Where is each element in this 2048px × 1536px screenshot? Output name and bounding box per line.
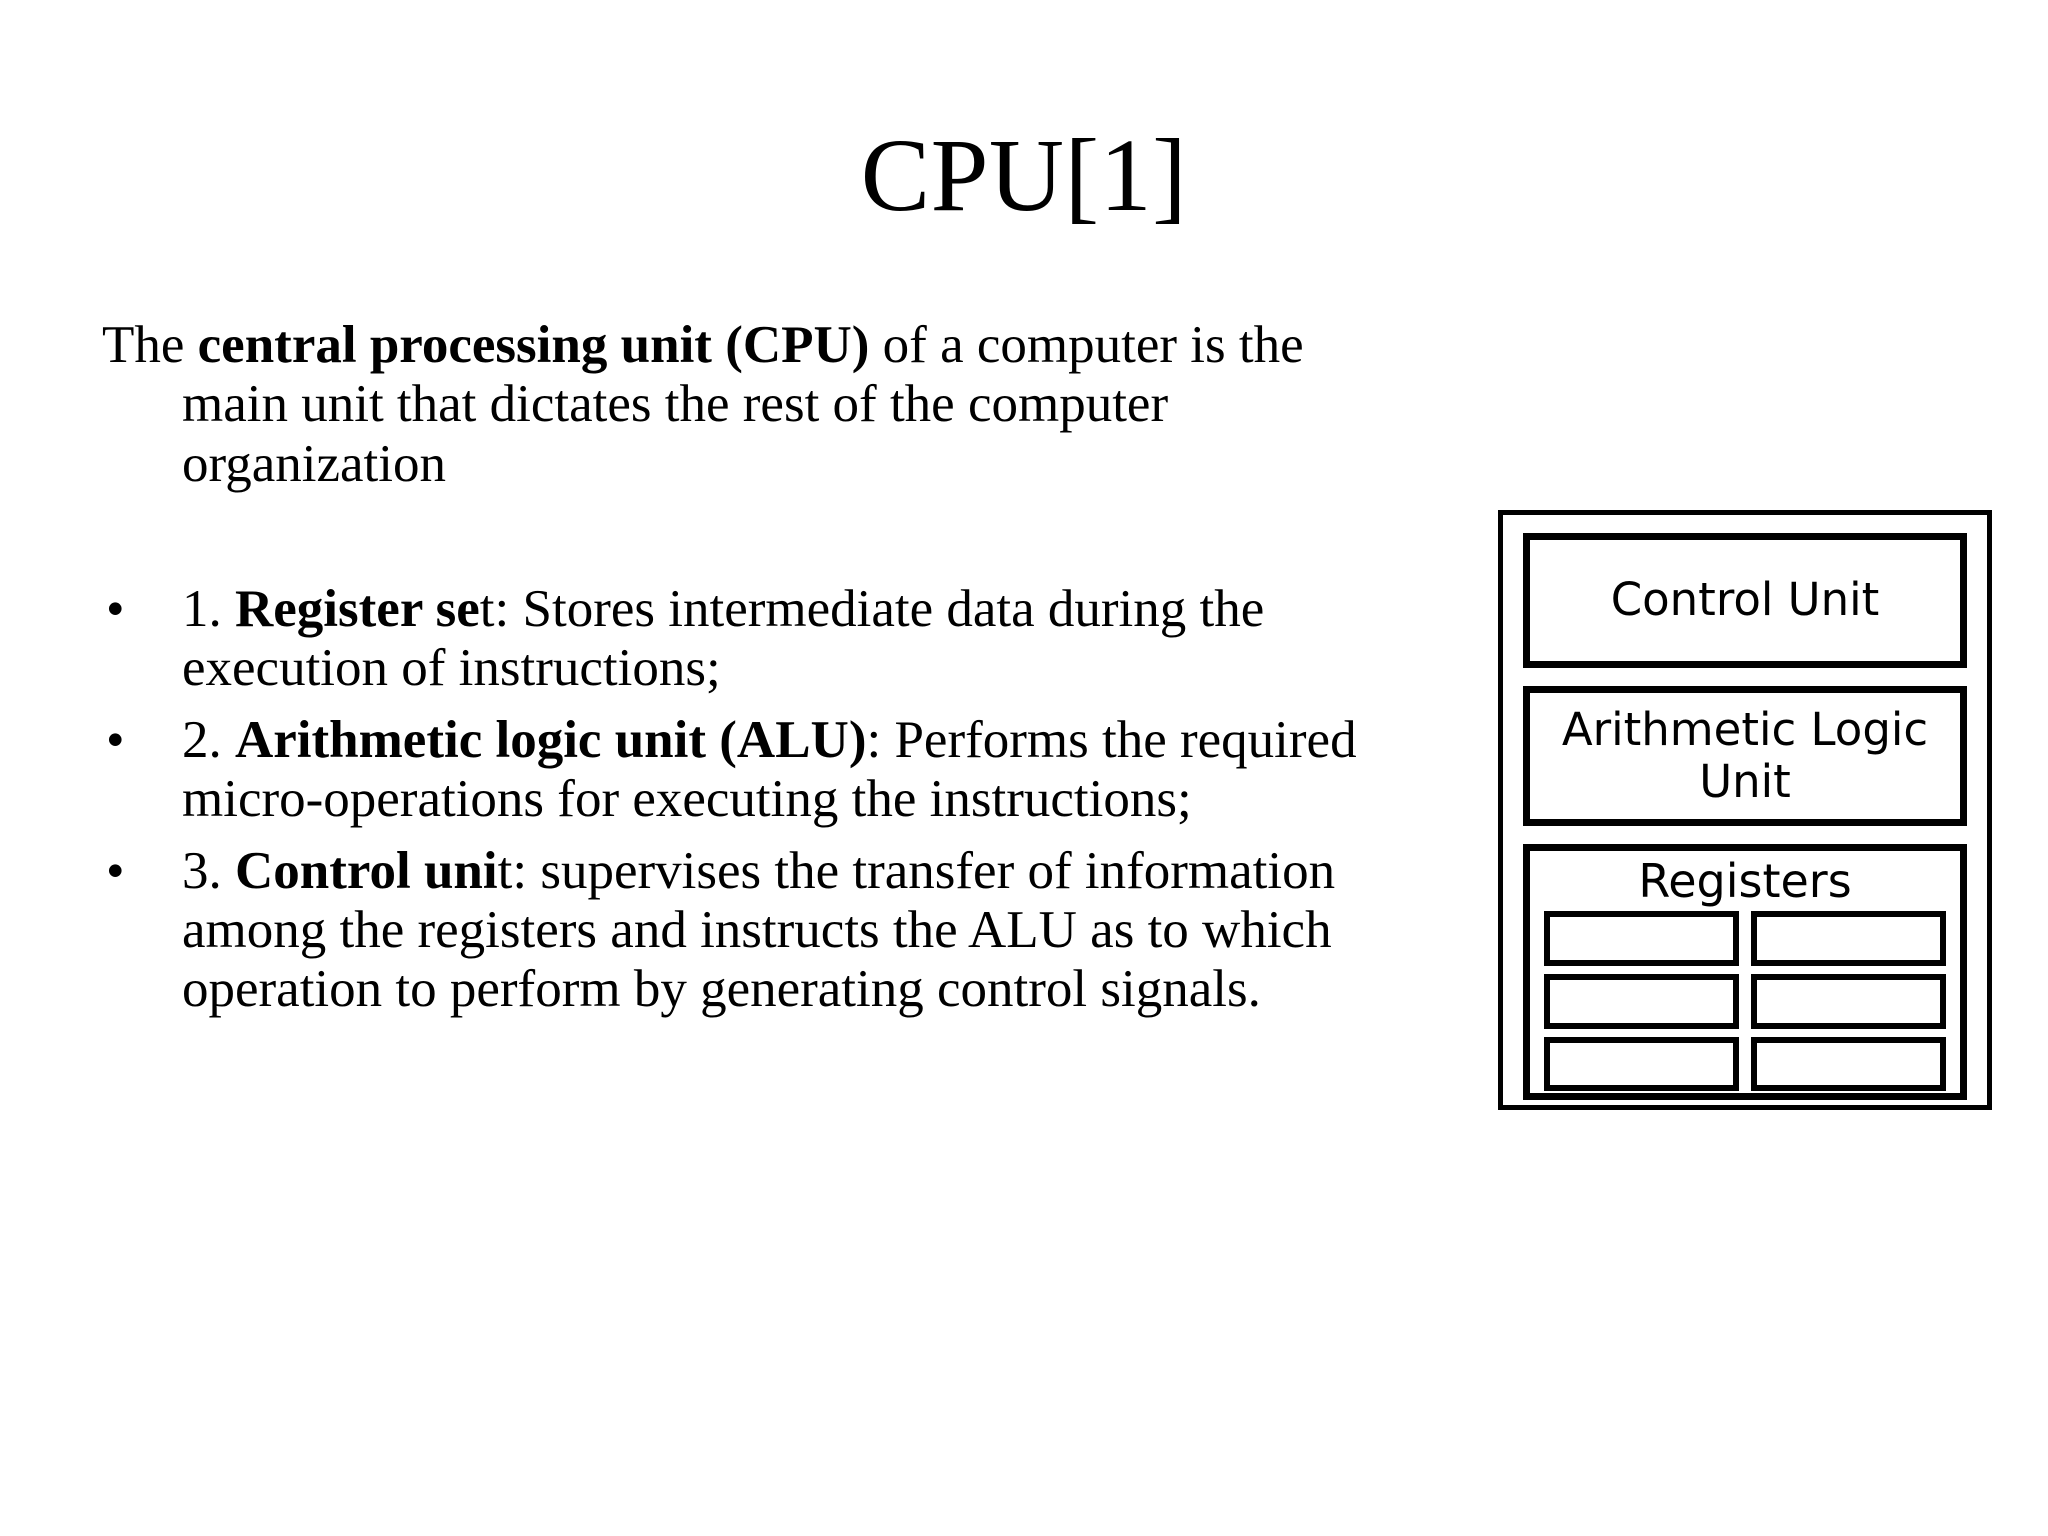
intro-rest: of a computer is the main unit that dict… xyxy=(182,316,1304,493)
diagram-control-unit-box: Control Unit xyxy=(1523,533,1967,668)
bullet-icon: • xyxy=(106,710,125,769)
list-item-number: 3. xyxy=(182,841,235,900)
intro-bold-term: central processing unit (CPU) xyxy=(197,316,870,374)
bullet-icon: • xyxy=(106,580,125,639)
intro-paragraph: The central processing unit (CPU) of a c… xyxy=(102,316,1412,494)
list-item: • 2. Arithmetic logic unit (ALU): Perform… xyxy=(102,711,1412,830)
list-item-number: 2. xyxy=(182,710,235,769)
cpu-component-list: • 1. Register set: Stores intermediate da… xyxy=(102,580,1412,1020)
bullet-icon: • xyxy=(106,841,125,900)
list-item-bold-term: Control uni xyxy=(235,841,498,900)
register-cell xyxy=(1544,911,1739,966)
register-cell-grid xyxy=(1544,911,1946,1092)
register-cell xyxy=(1544,973,1739,1029)
alu-label: Arithmetic Logic Unit xyxy=(1561,702,1929,808)
list-item-bold-term: Arithmetic logic unit (ALU) xyxy=(235,710,867,769)
list-item-text: t: Stores intermediate data during the e… xyxy=(182,580,1265,698)
registers-label: Registers xyxy=(1638,854,1852,908)
control-unit-label: Control Unit xyxy=(1610,573,1880,627)
intro-lead: The xyxy=(102,316,198,374)
register-cell xyxy=(1751,911,1946,966)
body-text-block: The central processing unit (CPU) of a c… xyxy=(102,316,1412,1032)
list-item: • 1. Register set: Stores intermediate da… xyxy=(102,580,1412,699)
diagram-registers-box: Registers xyxy=(1523,844,1967,1100)
list-item-text: t: supervises the transfer of informatio… xyxy=(182,841,1336,1019)
paragraph-spacer xyxy=(102,494,1412,580)
diagram-alu-box: Arithmetic Logic Unit xyxy=(1523,686,1967,826)
register-cell xyxy=(1544,1036,1739,1092)
list-item-text: : Performs the required micro-operations… xyxy=(182,710,1357,829)
list-item-number: 1. xyxy=(182,580,235,639)
list-item-bold-term: Register se xyxy=(235,580,480,639)
page-title: CPU[1] xyxy=(860,118,1188,233)
register-cell xyxy=(1751,973,1946,1029)
cpu-block-diagram: Control Unit Arithmetic Logic Unit Regis… xyxy=(1498,510,1992,1110)
list-item: • 3. Control unit: supervises the transfe… xyxy=(102,842,1412,1020)
register-cell xyxy=(1751,1036,1946,1092)
